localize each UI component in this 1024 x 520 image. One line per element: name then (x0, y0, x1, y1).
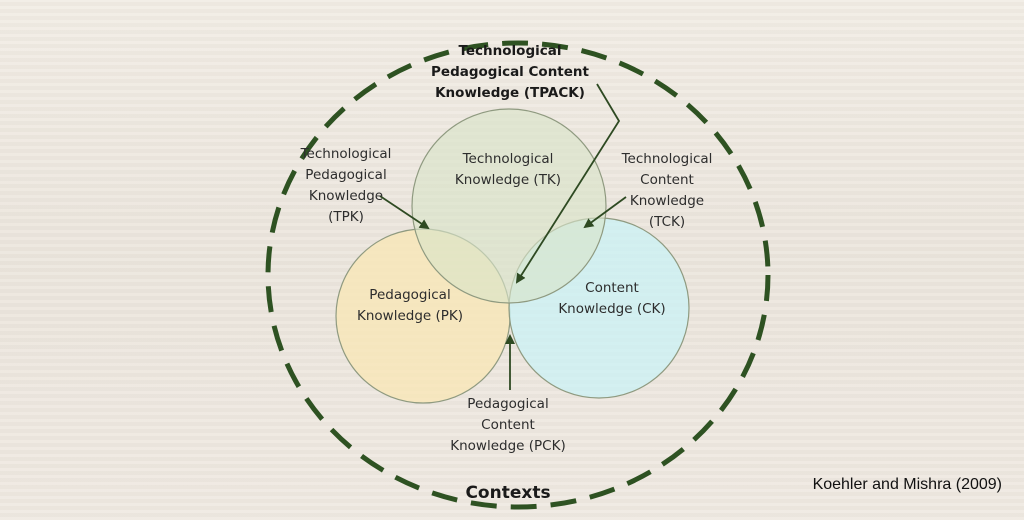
tpack-arrow (515, 83, 621, 284)
contexts-dashed-boundary (265, 40, 771, 510)
arrows (379, 83, 627, 390)
pck-label: Pedagogical Content Knowledge (PCK) (450, 396, 566, 454)
pk-label: Pedagogical Knowledge (PK) (356, 287, 464, 324)
tck-arrow (583, 196, 627, 229)
knowledge-circles (335, 108, 690, 404)
tk-label: Technological Knowledge (TK) (454, 151, 562, 188)
ck-label: Content Knowledge (CK) (558, 280, 666, 317)
contexts-label: Contexts (465, 483, 551, 503)
tck-label: Technological Content Knowledge (TCK) (621, 151, 713, 230)
tk-circle (411, 108, 607, 304)
citation-credit: Koehler and Mishra (2009) (812, 476, 1002, 493)
tpk-label: Technological Pedagogical Knowledge (TPK… (300, 146, 392, 225)
tpk-arrow (379, 195, 430, 230)
tpack-label: Technological Pedagogical Content Knowle… (431, 43, 589, 101)
